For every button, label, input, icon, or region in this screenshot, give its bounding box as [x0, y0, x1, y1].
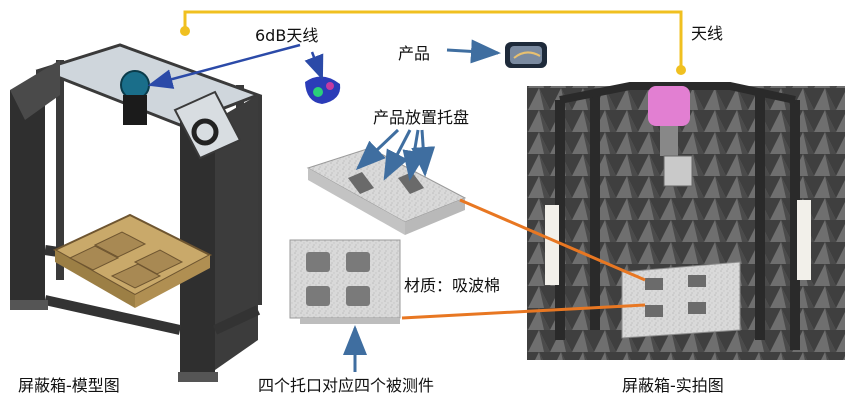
model-antenna-cluster: [120, 70, 150, 100]
arrow-antenna-model: [147, 43, 301, 89]
caption-photo: 屏蔽箱-实拍图: [622, 376, 724, 395]
caption-model: 屏蔽箱-模型图: [18, 376, 120, 395]
foam-tray-bottom: [289, 239, 401, 324]
tray-slot-2: [346, 252, 370, 272]
antenna-6db-icon: [305, 76, 341, 104]
arrow-tray-2: [383, 129, 412, 181]
chamber-photo: [527, 82, 845, 360]
arrow-antenna-icon: [304, 51, 324, 81]
foam-tray-top: [306, 147, 467, 235]
label-product: 产品: [398, 44, 431, 63]
shield-box-model: [10, 43, 263, 382]
caption-slots: 四个托口对应四个被测件: [258, 376, 435, 395]
arrow-tray-1: [355, 128, 400, 171]
orange-line-bottom: [401, 303, 646, 320]
tray-slot-1: [306, 252, 330, 272]
product-icon: [505, 42, 547, 68]
connector-dot-left: [180, 26, 190, 36]
label-material: 材质：吸波棉: [404, 276, 501, 295]
orange-line-top: [459, 198, 646, 282]
photo-foam-tray: [621, 261, 741, 339]
tray-slot-3: [306, 286, 330, 306]
photo-antenna: [648, 86, 690, 126]
photo-right-panel: [797, 200, 811, 280]
connector-dot-right: [676, 65, 686, 75]
tray-slot-4: [346, 286, 370, 306]
label-antenna: 天线: [691, 24, 724, 43]
model-photo-connector: [180, 10, 686, 75]
label-tray: 产品放置托盘: [373, 108, 470, 127]
photo-left-panel: [545, 205, 559, 285]
label-antenna-6db: 6dB天线: [255, 26, 319, 45]
arrow-tray-4: [411, 129, 436, 177]
arrow-product: [446, 39, 501, 64]
